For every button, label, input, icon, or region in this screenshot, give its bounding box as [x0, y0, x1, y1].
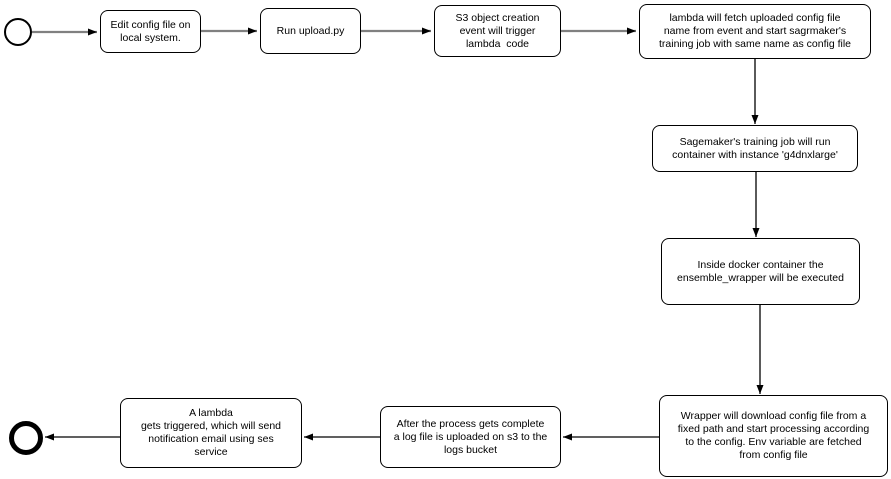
flow-node-log-upload[interactable]: After the process gets complete a log fi…: [380, 406, 561, 468]
flow-node-run-upload-label: Run upload.py: [276, 24, 345, 37]
flow-node-lambda-fetch-label: lambda will fetch uploaded config file n…: [658, 12, 851, 50]
flow-node-s3-event[interactable]: S3 object creation event will trigger la…: [434, 5, 561, 57]
flow-node-wrapper-download[interactable]: Wrapper will download config file from a…: [659, 395, 888, 477]
flow-node-edit-config-label: Edit config file on local system.: [110, 18, 191, 44]
flow-node-log-upload-label: After the process gets complete a log fi…: [393, 417, 548, 456]
flow-node-notify-lambda-label: A lambda gets triggered, which will send…: [140, 407, 282, 458]
flow-node-lambda-fetch[interactable]: lambda will fetch uploaded config file n…: [639, 4, 871, 59]
flow-node-sagemaker-job[interactable]: Sagemaker's training job will run contai…: [652, 125, 858, 172]
flow-node-notify-lambda[interactable]: A lambda gets triggered, which will send…: [120, 398, 302, 468]
flow-node-edit-config[interactable]: Edit config file on local system.: [100, 10, 201, 53]
flow-node-s3-event-label: S3 object creation event will trigger la…: [455, 11, 540, 50]
flow-node-wrapper-download-label: Wrapper will download config file from a…: [677, 410, 870, 461]
flow-node-docker-container[interactable]: Inside docker container the ensemble_wra…: [661, 238, 860, 305]
flow-node-sagemaker-job-label: Sagemaker's training job will run contai…: [672, 135, 838, 161]
flow-node-run-upload[interactable]: Run upload.py: [260, 8, 361, 54]
start-event-circle[interactable]: [4, 18, 32, 46]
flow-node-docker-container-label: Inside docker container the ensemble_wra…: [677, 258, 844, 284]
end-event-circle[interactable]: [9, 421, 43, 455]
